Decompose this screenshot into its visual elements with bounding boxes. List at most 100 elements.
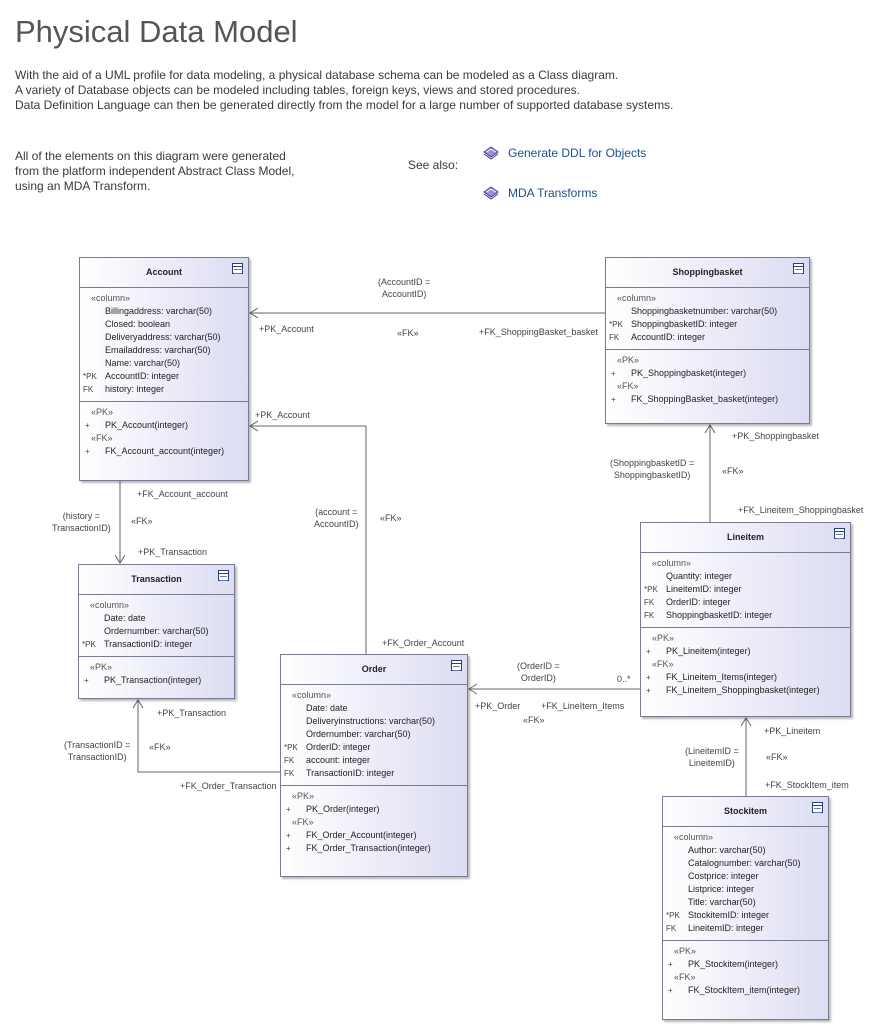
fk-stereotype: «FK» xyxy=(617,381,639,391)
key-marker: + xyxy=(84,676,89,685)
column-row[interactable]: Quantity: integer xyxy=(641,570,850,583)
table-stockitem[interactable]: Stockitem«column»Author: varchar(50)Cata… xyxy=(662,796,829,1020)
operation-row[interactable]: +PK_Account(integer) xyxy=(80,419,248,432)
connector-order-transaction xyxy=(137,700,280,773)
pk-stereotype: «PK» xyxy=(674,946,697,956)
operation-row[interactable]: +FK_Lineitem_Shoppingbasket(integer) xyxy=(641,684,850,697)
table-shoppingbasket[interactable]: Shoppingbasket«column»Shoppingbasketnumb… xyxy=(605,257,810,424)
multiplicity-label: 0..* xyxy=(617,674,631,684)
operation-row[interactable]: +PK_Order(integer) xyxy=(281,803,467,816)
note-line: from the platform independent Abstract C… xyxy=(15,164,295,178)
arrowhead xyxy=(114,554,126,564)
operation-row[interactable]: + PK_Transaction(integer) xyxy=(79,674,234,687)
operation-row[interactable]: +PK_Lineitem(integer) xyxy=(641,645,850,658)
column-row[interactable]: Shoppingbasketnumber: varchar(50) xyxy=(606,305,809,318)
role-label: +PK_Transaction xyxy=(157,708,226,718)
role-label: +PK_Transaction xyxy=(138,547,207,557)
operation-row-text: FK_StockItem_item(integer) xyxy=(688,985,801,995)
key-marker: + xyxy=(286,844,291,853)
role-label: +FK_Order_Account xyxy=(382,638,465,648)
column-row-text: StockitemID: integer xyxy=(688,910,770,920)
operation-row[interactable]: +FK_Account_account(integer) xyxy=(80,445,248,458)
column-row[interactable]: Emailaddress: varchar(50) xyxy=(80,344,248,357)
operation-row[interactable]: +FK_Order_Account(integer) xyxy=(281,829,467,842)
role-label: +FK_StockItem_item xyxy=(765,780,849,790)
operations-section: «PK»+PK_Lineitem(integer)«FK»+FK_Lineite… xyxy=(641,627,850,702)
column-row[interactable]: Costprice: integer xyxy=(663,870,828,883)
column-row[interactable]: Billingaddress: varchar(50) xyxy=(80,305,248,318)
mda-transforms-link[interactable]: MDA Transforms xyxy=(482,185,597,201)
key-marker: FK xyxy=(284,756,295,765)
key-marker: *PK xyxy=(82,640,96,649)
role-label: +PK_Lineitem xyxy=(764,726,821,736)
column-row-text: LineitemID: integer xyxy=(688,923,764,933)
column-row[interactable]: Name: varchar(50) xyxy=(80,357,248,370)
pk-stereotype: «PK» xyxy=(90,662,113,672)
operation-row[interactable]: +PK_Stockitem(integer) xyxy=(663,958,828,971)
key-marker: FK xyxy=(284,769,295,778)
column-row[interactable]: Closed: boolean xyxy=(80,318,248,331)
table-header: Stockitem xyxy=(663,797,828,827)
stereotype-label: «FK» xyxy=(523,715,545,725)
fk-stereotype: «FK» xyxy=(674,972,696,982)
pk-stereotype: «PK» xyxy=(652,633,675,643)
column-row-text: Name: varchar(50) xyxy=(105,358,181,368)
column-row[interactable]: Deliveryinstructions: varchar(50) xyxy=(281,715,467,728)
table-header: Order xyxy=(281,655,467,685)
column-row-text: history: integer xyxy=(105,384,165,394)
column-row[interactable]: Ordernumber: varchar(50) xyxy=(281,728,467,741)
column-row[interactable]: Author: varchar(50) xyxy=(663,844,828,857)
intro-line: A variety of Database objects can be mod… xyxy=(15,83,580,97)
operation-row[interactable]: +FK_ShoppingBasket_basket(integer) xyxy=(606,393,809,406)
generate-ddl-link-label[interactable]: Generate DDL for Objects xyxy=(508,146,647,160)
stereotype-label: «FK» xyxy=(380,513,402,523)
key-marker: FK xyxy=(644,598,655,607)
stereotype-label: «FK» xyxy=(397,328,419,338)
operation-row[interactable]: +PK_Shoppingbasket(integer) xyxy=(606,367,809,380)
generate-ddl-link[interactable]: Generate DDL for Objects xyxy=(482,145,646,161)
key-marker: + xyxy=(668,986,673,995)
operation-row-text: PK_Transaction(integer) xyxy=(104,675,202,685)
column-row-text: Quantity: integer xyxy=(666,571,733,581)
mda-transforms-link-label[interactable]: MDA Transforms xyxy=(508,186,598,200)
column-row[interactable]: Date: date xyxy=(79,612,234,625)
key-marker: + xyxy=(646,673,651,682)
operation-row[interactable]: + FK_StockItem_item(integer) xyxy=(663,984,828,997)
column-row[interactable]: Deliveryaddress: varchar(50) xyxy=(80,331,248,344)
note-line: using an MDA Transform. xyxy=(15,179,151,193)
arrowhead xyxy=(468,683,478,695)
operation-row-text: FK_ShoppingBasket_basket(integer) xyxy=(631,394,779,404)
role-label: +PK_Order xyxy=(475,701,521,711)
condition-label: (TransactionID =TransactionID) xyxy=(64,740,131,762)
condition-label: (LineitemID =LineitemID) xyxy=(685,746,739,768)
intro-text: With the aid of a UML profile for data m… xyxy=(15,68,673,113)
operation-row[interactable]: + FK_Lineitem_Items(integer) xyxy=(641,671,850,684)
column-row[interactable]: Title: varchar(50) xyxy=(663,896,828,909)
condition-label: (history =TransactionID) xyxy=(52,511,111,533)
arrowhead xyxy=(249,420,259,432)
column-row[interactable]: Listprice: integer xyxy=(663,883,828,896)
column-row[interactable]: Date: date xyxy=(281,702,467,715)
column-row[interactable]: Ordernumber: varchar(50) xyxy=(79,625,234,638)
table-account[interactable]: Account«column»Billingaddress: varchar(5… xyxy=(79,257,249,481)
operation-row-text: FK_Lineitem_Items(integer) xyxy=(666,672,778,682)
column-row[interactable]: Catalognumber: varchar(50) xyxy=(663,857,828,870)
operation-row[interactable]: +FK_Order_Transaction(integer) xyxy=(281,842,467,855)
column-row-text: Shoppingbasketnumber: varchar(50) xyxy=(631,306,778,316)
